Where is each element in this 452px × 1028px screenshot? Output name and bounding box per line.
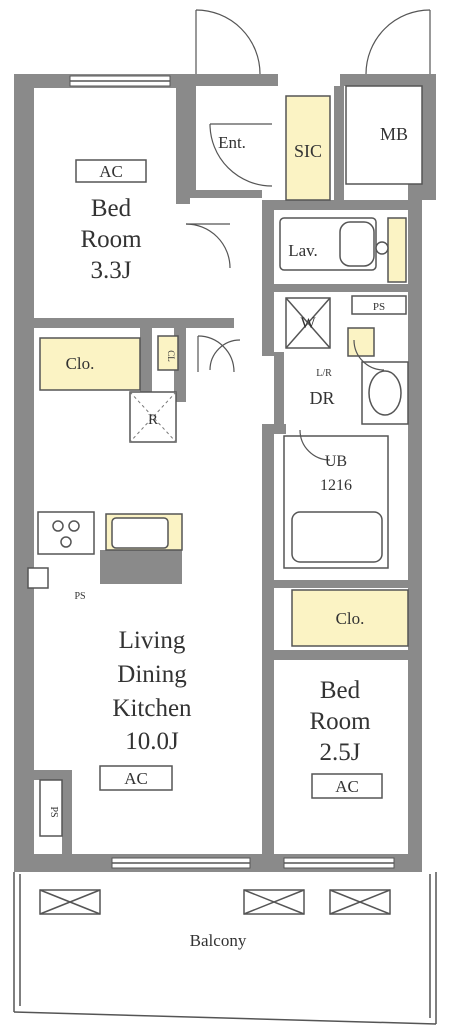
washer-pan <box>285 297 331 349</box>
ac-box-bedroom1 <box>75 159 147 183</box>
balcony-vent-2 <box>243 889 305 915</box>
bedroom1-label-line2: Room <box>80 226 142 253</box>
r-label: R <box>148 412 158 428</box>
ldk-ac-label: AC <box>124 769 148 788</box>
bedroom2-label-line1: Bed <box>320 677 361 704</box>
ps-box-top <box>351 295 407 315</box>
ps-kitchen-label: PS <box>74 591 85 602</box>
closet-bedroom2 <box>291 589 409 647</box>
ps-top-label: PS <box>373 301 385 313</box>
ldk-size: 10.0J <box>125 728 179 755</box>
balcony-area <box>13 872 437 1025</box>
bedroom1-size: 3.3J <box>91 257 132 284</box>
sic-storage <box>285 95 331 201</box>
toilet-fixture <box>279 217 389 271</box>
interior-walls <box>14 86 408 864</box>
sink-fixture <box>111 517 169 549</box>
ps-box-ldk <box>39 779 63 837</box>
cl-small-label: CL <box>166 350 176 362</box>
balcony-vent-3 <box>329 889 391 915</box>
washbasin-fixture <box>361 361 409 425</box>
balcony-label: Balcony <box>190 931 247 950</box>
lavatory-label: Lav. <box>288 241 318 260</box>
ac-box-ldk <box>99 765 173 791</box>
mb-box <box>345 85 423 185</box>
ldk-label-line2: Dining <box>117 661 187 688</box>
entrance-label: Ent. <box>218 133 246 152</box>
bedroom2-ac-label: AC <box>335 777 359 796</box>
ldr-label: L/R <box>316 368 332 379</box>
balcony-vent-1 <box>39 889 101 915</box>
entrance-doors <box>195 9 431 187</box>
sic-label: SIC <box>294 141 322 161</box>
ac-box-bedroom2 <box>311 773 383 799</box>
windows <box>69 75 395 869</box>
fridge-space <box>129 391 177 443</box>
ldr-counter <box>347 327 375 357</box>
closet-small <box>157 335 179 371</box>
w-label: W <box>300 315 316 332</box>
bedroom1-label-line1: Bed <box>91 195 132 222</box>
lav-counter <box>387 217 407 283</box>
mb-label: MB <box>380 124 408 144</box>
bathtub-fixture <box>283 435 389 569</box>
bedroom2-label-line2: Room <box>309 708 371 735</box>
ub-size-label: 1216 <box>320 477 352 494</box>
closet2-label: Clo. <box>336 609 365 628</box>
ps-ldk-label: PS <box>48 806 59 817</box>
bedroom1-ac-label: AC <box>99 162 123 181</box>
interior-doors <box>185 223 385 461</box>
ldk-label-line3: Kitchen <box>112 695 192 722</box>
ub-label: UB <box>325 453 347 470</box>
closet1-label: Clo. <box>66 354 95 373</box>
dr-label: DR <box>309 388 334 408</box>
ldk-label-line1: Living <box>119 627 186 654</box>
closet-bedroom1 <box>39 337 141 391</box>
stove-fixture <box>37 511 95 555</box>
bedroom2-size: 2.5J <box>320 739 361 766</box>
ps-box-kitchen <box>27 567 49 589</box>
